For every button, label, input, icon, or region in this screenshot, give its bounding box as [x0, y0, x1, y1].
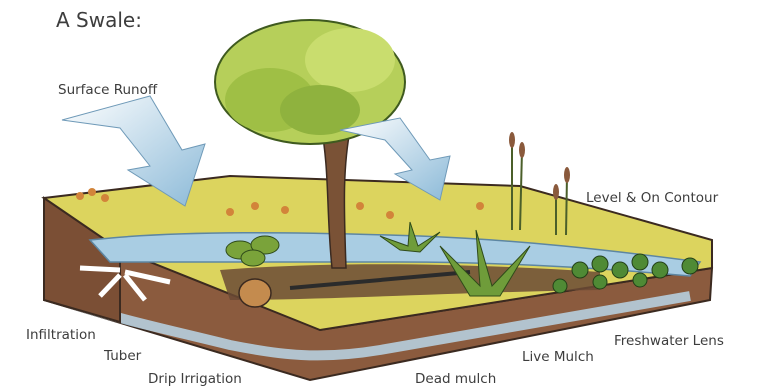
label-dead-mulch: Dead mulch [415, 371, 496, 387]
label-freshwater-lens: Freshwater Lens [614, 333, 724, 349]
label-drip-irrigation: Drip Irrigation [148, 371, 242, 387]
label-tuber: Tuber [104, 348, 141, 364]
label-level-contour: Level & On Contour [586, 190, 718, 206]
label-surface-runoff: Surface Runoff [58, 82, 157, 98]
label-infiltration: Infiltration [26, 327, 96, 343]
label-live-mulch: Live Mulch [522, 349, 594, 365]
tuber [239, 279, 271, 307]
diagram-title: A Swale: [56, 8, 142, 32]
